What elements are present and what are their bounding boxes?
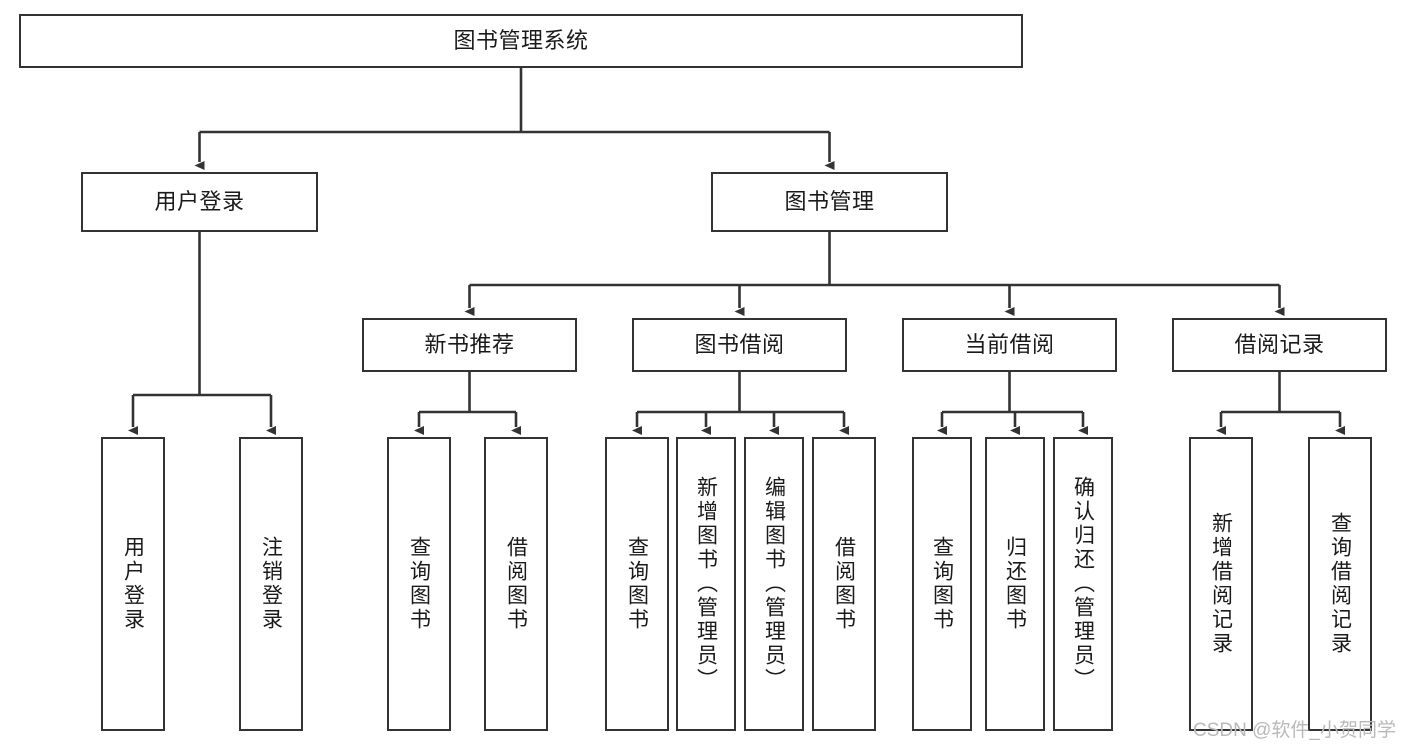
node-leaf-rec-add[interactable]: 新增借阅记录 [1189, 437, 1253, 731]
csdn-watermark: CSDN @软件_小贺同学 [1193, 720, 1396, 741]
node-label: 编辑图书（管理员） [762, 476, 786, 692]
node-leaf-rec-query2[interactable]: 查询借阅记录 [1308, 437, 1372, 731]
node-label: 借阅图书 [504, 536, 528, 632]
node-leaf-cur-confirm[interactable]: 确认归还（管理员） [1053, 437, 1113, 731]
node-label: 归还图书 [1003, 536, 1027, 632]
node-label: 查询图书 [930, 536, 954, 632]
node-leaf-borrow-lend[interactable]: 借阅图书 [812, 437, 876, 731]
node-label: 借阅图书 [832, 536, 856, 632]
node-leaf-cur-query[interactable]: 查询图书 [912, 437, 972, 731]
node-current-borrow[interactable]: 当前借阅 [902, 318, 1117, 372]
node-label: 用户登录 [121, 536, 145, 632]
node-leaf-cur-return[interactable]: 归还图书 [985, 437, 1045, 731]
node-label: 查询图书 [407, 536, 431, 632]
node-label: 查询借阅记录 [1328, 512, 1352, 656]
node-leaf-borrow-add[interactable]: 新增图书（管理员） [676, 437, 736, 731]
node-leaf-rec-borrow[interactable]: 借阅图书 [484, 437, 548, 731]
node-leaf-user-login[interactable]: 用户登录 [101, 437, 165, 731]
node-leaf-rec-query[interactable]: 查询图书 [387, 437, 451, 731]
node-new-book-rec[interactable]: 新书推荐 [362, 318, 577, 372]
node-label: 用户登录 [154, 189, 245, 215]
node-book-manage[interactable]: 图书管理 [711, 172, 948, 232]
node-label: 注销登录 [259, 536, 283, 632]
node-borrow-record[interactable]: 借阅记录 [1172, 318, 1387, 372]
node-label: 当前借阅 [964, 332, 1055, 358]
node-label: 新增图书（管理员） [694, 476, 718, 692]
node-label: 新书推荐 [424, 332, 515, 358]
node-label: 图书管理 [784, 189, 875, 215]
node-user-login[interactable]: 用户登录 [81, 172, 318, 232]
node-root[interactable]: 图书管理系统 [19, 14, 1023, 68]
node-label: 图书借阅 [694, 332, 785, 358]
node-label: 确认归还（管理员） [1071, 476, 1095, 692]
node-leaf-borrow-edit[interactable]: 编辑图书（管理员） [744, 437, 804, 731]
node-label: 图书管理系统 [453, 28, 589, 54]
node-leaf-borrow-query[interactable]: 查询图书 [605, 437, 669, 731]
node-label: 借阅记录 [1234, 332, 1325, 358]
node-book-borrow[interactable]: 图书借阅 [632, 318, 847, 372]
node-leaf-user-logout[interactable]: 注销登录 [239, 437, 303, 731]
node-label: 查询图书 [625, 536, 649, 632]
node-label: 新增借阅记录 [1209, 512, 1233, 656]
